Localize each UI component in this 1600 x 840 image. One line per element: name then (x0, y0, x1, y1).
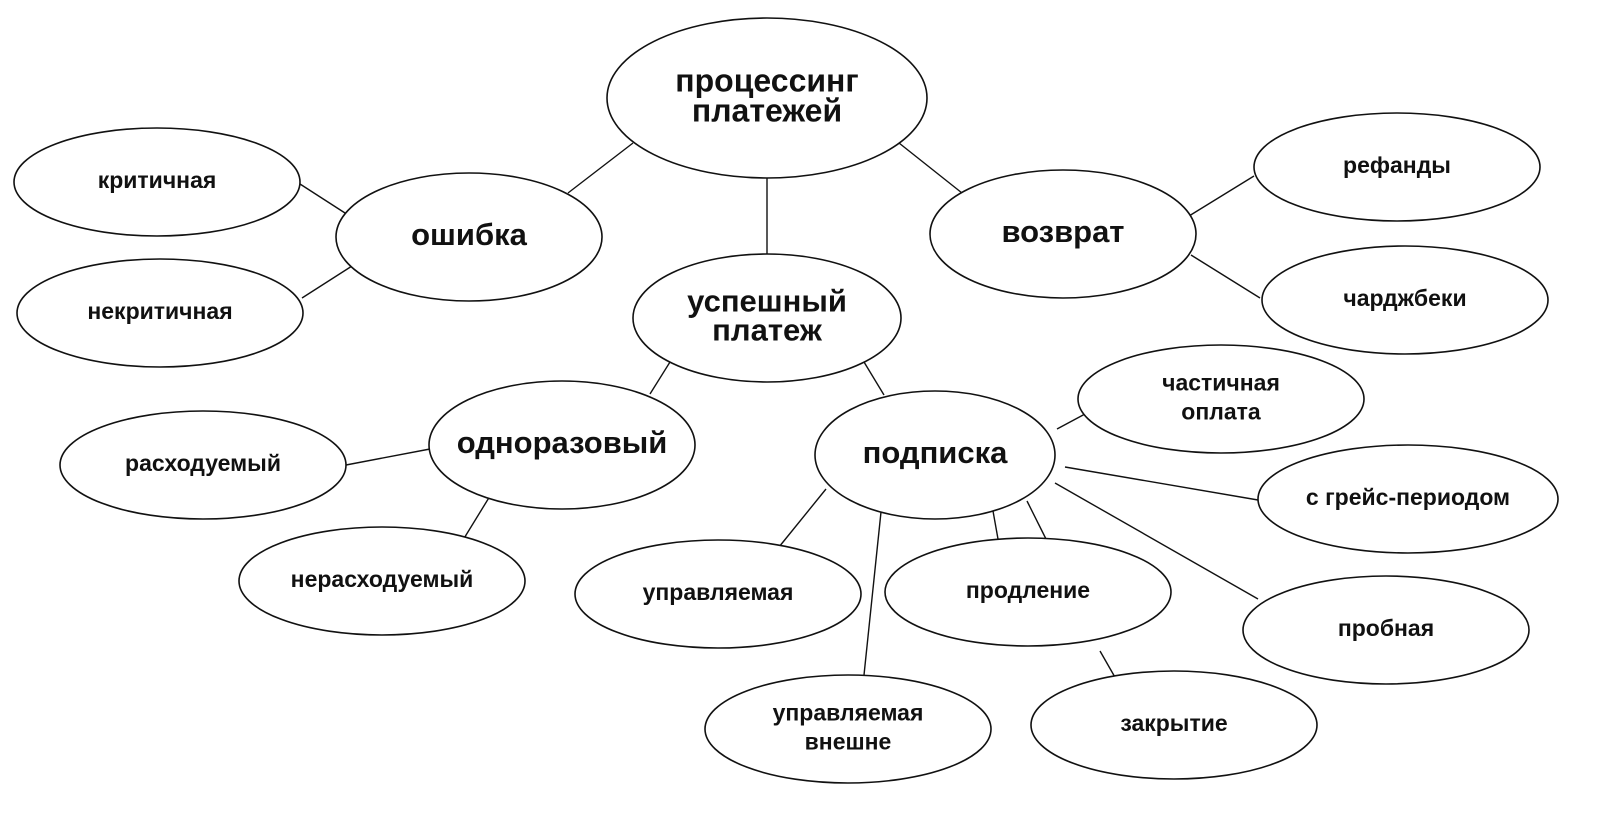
edge-subscription-partial (1056, 413, 1086, 430)
node-label: ошибка (411, 217, 527, 252)
node-label: одноразовый (457, 425, 668, 460)
node-refund: возврат (929, 169, 1197, 299)
node-ellipse (574, 539, 862, 649)
node-label: возврат (1001, 214, 1124, 249)
node-label: закрытие (1120, 710, 1227, 736)
node-managed_ext: управляемая внешне (704, 674, 992, 784)
edge-root-refund (898, 142, 963, 194)
node-nonconsumable: нерасходуемый (238, 526, 526, 636)
edge-subscription-renewal_a (992, 510, 999, 540)
node-label: платежей (692, 92, 842, 128)
node-ellipse (1030, 670, 1318, 780)
node-noncritical: некритичная (16, 258, 304, 368)
node-renewal: продление (884, 537, 1172, 647)
node-label: продление (966, 577, 1090, 603)
node-ellipse (632, 253, 902, 383)
node-label: подписка (863, 435, 1008, 470)
node-label: некритичная (87, 298, 232, 324)
node-ellipse (59, 410, 347, 520)
node-ellipse (1253, 112, 1541, 222)
node-ellipse (335, 172, 603, 302)
node-ellipse (814, 390, 1056, 520)
edge-error-critical (299, 183, 346, 214)
node-ellipse (704, 674, 992, 784)
edge-renewal-closing (1099, 650, 1117, 680)
node-ellipse (884, 537, 1172, 647)
node-label: частичная (1162, 370, 1280, 396)
node-consumable: расходуемый (59, 410, 347, 520)
node-label: оплата (1181, 399, 1261, 425)
node-ellipse (16, 258, 304, 368)
edge-subscription-renewal_b (1026, 500, 1047, 540)
node-refunds: рефанды (1253, 112, 1541, 222)
node-ellipse (1261, 245, 1549, 355)
node-trial: пробная (1242, 575, 1530, 685)
node-ellipse (238, 526, 526, 636)
edge-onetime-nonconsumable (462, 495, 491, 541)
edge-error-noncritical (301, 265, 353, 299)
node-label: пробная (1338, 615, 1434, 641)
node-label: успешный (687, 284, 847, 319)
node-label: расходуемый (125, 450, 281, 476)
node-subscription: подписка (814, 390, 1056, 520)
edge-subscription-grace (1064, 466, 1259, 501)
node-grace: с грейс-периодом (1257, 444, 1559, 554)
node-closing: закрытие (1030, 670, 1318, 780)
node-ellipse (606, 17, 928, 179)
edge-refund-refunds (1188, 175, 1255, 217)
node-label: внешне (805, 729, 892, 755)
node-label: рефанды (1343, 152, 1451, 178)
node-label: процессинг (675, 62, 858, 98)
edge-success-subscription (863, 361, 885, 396)
node-chargebacks: чарджбеки (1261, 245, 1549, 355)
node-label: чарджбеки (1343, 285, 1466, 311)
edge-root-error (567, 142, 634, 194)
node-label: платеж (712, 313, 823, 348)
edge-subscription-trial (1054, 482, 1259, 600)
edge-success-onetime (649, 361, 671, 395)
node-label: с грейс-периодом (1306, 484, 1510, 510)
node-ellipse (1242, 575, 1530, 685)
edge-subscription-managed_ext (863, 511, 882, 676)
node-ellipse (1257, 444, 1559, 554)
node-critical: критичная (13, 127, 301, 237)
node-label: управляемая (773, 700, 924, 726)
node-ellipse (13, 127, 301, 237)
edge-subscription-managed (778, 488, 827, 548)
node-ellipse (428, 380, 696, 510)
connector-lines (299, 142, 1261, 680)
edge-refund-chargebacks (1190, 254, 1261, 299)
node-error: ошибка (335, 172, 603, 302)
node-label: нерасходуемый (291, 566, 474, 592)
node-onetime: одноразовый (428, 380, 696, 510)
node-ellipse (929, 169, 1197, 299)
node-managed: управляемая (574, 539, 862, 649)
node-label: критичная (98, 167, 217, 193)
node-ellipse (1077, 344, 1365, 454)
edge-onetime-consumable (345, 448, 431, 466)
node-label: управляемая (643, 579, 794, 605)
node-partial: частичная оплата (1077, 344, 1365, 454)
